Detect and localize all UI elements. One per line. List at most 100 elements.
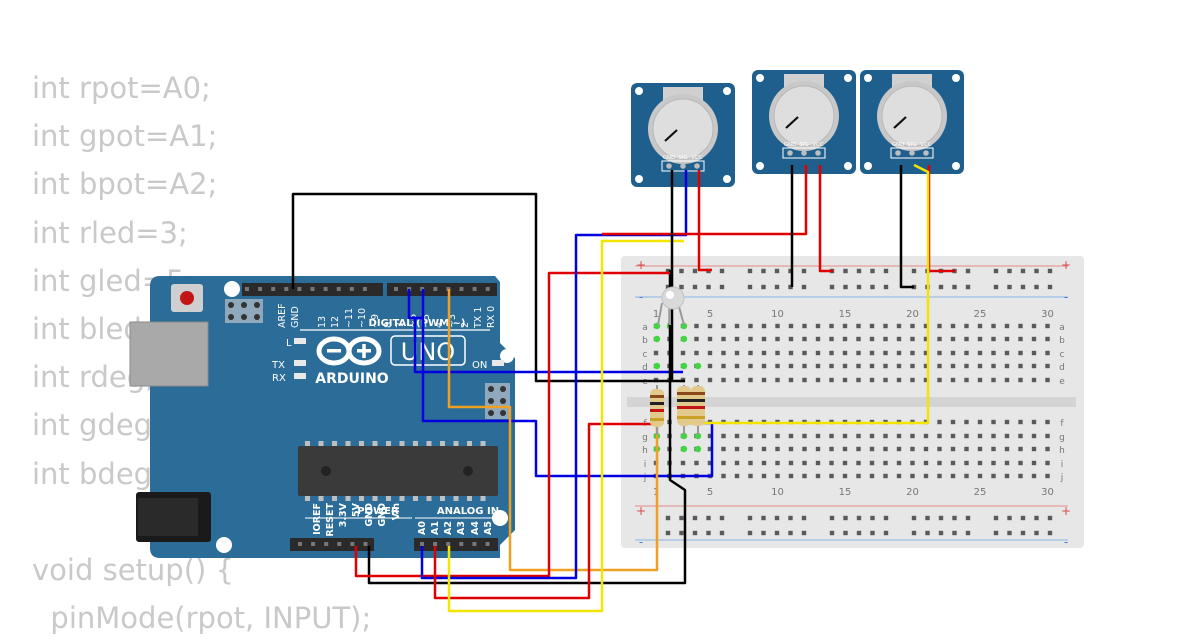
- breadboard-hole: [869, 433, 875, 439]
- rail-hole: [679, 268, 684, 274]
- rail-hole: [883, 268, 889, 274]
- breadboard-hole: [761, 323, 767, 329]
- rail-hole: [1047, 268, 1053, 274]
- header-pin-label: 8: [383, 322, 394, 328]
- breadboard-hole: [977, 377, 983, 383]
- breadboard-hole: [883, 473, 888, 479]
- breadboard-hole: [775, 377, 780, 383]
- breadboard-hole: [937, 350, 942, 356]
- breadboard-hole: [829, 433, 834, 439]
- breadboard-hole: [1018, 363, 1023, 369]
- breadboard-channel: [627, 397, 1076, 407]
- rail-hole: [870, 530, 875, 536]
- breadboard-hole: [964, 460, 969, 466]
- header-pin-label: ~6: [408, 314, 419, 328]
- breadboard-hole: [896, 363, 902, 369]
- breadboard-hole: [761, 363, 767, 369]
- rail-hole: [788, 530, 793, 536]
- breadboard-hole: [950, 350, 956, 356]
- breadboard-hole: [775, 350, 780, 356]
- rail-hole: [1047, 284, 1053, 290]
- wires: [291, 163, 955, 613]
- column-number: 25: [974, 487, 987, 498]
- breadboard-hole: [1018, 446, 1023, 452]
- code-line: int gdeg;: [32, 408, 162, 443]
- breadboard-hole: [1018, 419, 1023, 425]
- breadboard-hole: [991, 433, 996, 439]
- row-letter: g: [642, 433, 648, 443]
- breadboard-hole: [964, 419, 969, 425]
- breadboard-hole: [1031, 377, 1037, 383]
- breadboard-hole: [991, 350, 996, 356]
- breadboard-hole: [964, 446, 969, 452]
- rail-hole: [938, 515, 944, 521]
- breadboard-hole: [950, 446, 956, 452]
- breadboard-hole: [883, 377, 888, 383]
- row-letter: c: [1060, 350, 1065, 360]
- wire-blue-pin5: [413, 289, 683, 374]
- row-letter: a: [1059, 323, 1065, 333]
- breadboard-hole: [1045, 363, 1050, 369]
- code-line: int rpot=A0;: [32, 71, 211, 105]
- analog-pin-label: A1: [430, 521, 441, 535]
- breadboard-hole: [883, 446, 888, 452]
- rail-hole: [856, 515, 862, 521]
- breadboard-hole: [1018, 336, 1023, 342]
- rail-hole: [788, 284, 793, 290]
- connected-hole: [694, 432, 702, 440]
- atmega-chip: [298, 446, 498, 496]
- pot-pin-label: GND: [663, 155, 676, 161]
- breadboard-hole: [869, 377, 875, 383]
- digital-header-label: DIGITAL (PWM ~): [369, 318, 466, 329]
- resistor-1: [650, 385, 664, 435]
- breadboard-hole: [761, 336, 767, 342]
- breadboard-hole: [950, 433, 956, 439]
- rail-hole: [774, 284, 780, 290]
- breadboard-hole: [842, 363, 848, 369]
- breadboard-hole: [991, 377, 996, 383]
- breadboard-hole: [775, 433, 780, 439]
- breadboard-hole: [775, 446, 780, 452]
- header-pin-label: 13: [317, 316, 328, 328]
- power-pin-label: RESET: [325, 502, 336, 536]
- breadboard-hole: [1018, 350, 1023, 356]
- breadboard-hole: [1004, 446, 1010, 452]
- connected-hole: [653, 362, 661, 370]
- connected-hole: [694, 445, 702, 453]
- usb-connector: [129, 321, 209, 387]
- arduino-brand-label: ARDUINO: [315, 371, 389, 387]
- rail-hole: [761, 284, 766, 290]
- breadboard-hole: [721, 473, 726, 479]
- breadboard-hole: [788, 460, 794, 466]
- breadboard-hole: [883, 323, 888, 329]
- pot-pin-label: GND: [892, 142, 905, 148]
- breadboard-hole: [829, 323, 834, 329]
- breadboard-hole: [896, 433, 902, 439]
- breadboard-hole: [950, 323, 956, 329]
- breadboard-hole: [856, 460, 861, 466]
- breadboard-hole: [923, 446, 929, 452]
- row-letter: i: [644, 460, 647, 470]
- breadboard-hole: [707, 433, 713, 439]
- knob-indicator: [893, 116, 907, 129]
- wire-blue-pin6: [407, 289, 714, 478]
- breadboard-hole: [883, 350, 888, 356]
- rail-polarity-label: -: [639, 535, 643, 549]
- code-line: int rled=3;: [32, 215, 188, 250]
- row-letter: e: [1059, 377, 1065, 387]
- wire-red-pot1-vcc: [697, 170, 712, 272]
- connected-hole: [653, 335, 661, 343]
- breadboard-hole: [1018, 323, 1023, 329]
- wire-yellow-pot3-sig: [686, 163, 930, 425]
- breadboard-hole: [896, 446, 902, 452]
- rail-polarity-label: -: [1064, 290, 1068, 304]
- rail-hole: [1034, 515, 1039, 521]
- pot-pin-label: VCC: [691, 155, 703, 161]
- rail-hole: [1020, 530, 1026, 536]
- rail-hole: [952, 515, 957, 521]
- row-letter: c: [643, 350, 648, 360]
